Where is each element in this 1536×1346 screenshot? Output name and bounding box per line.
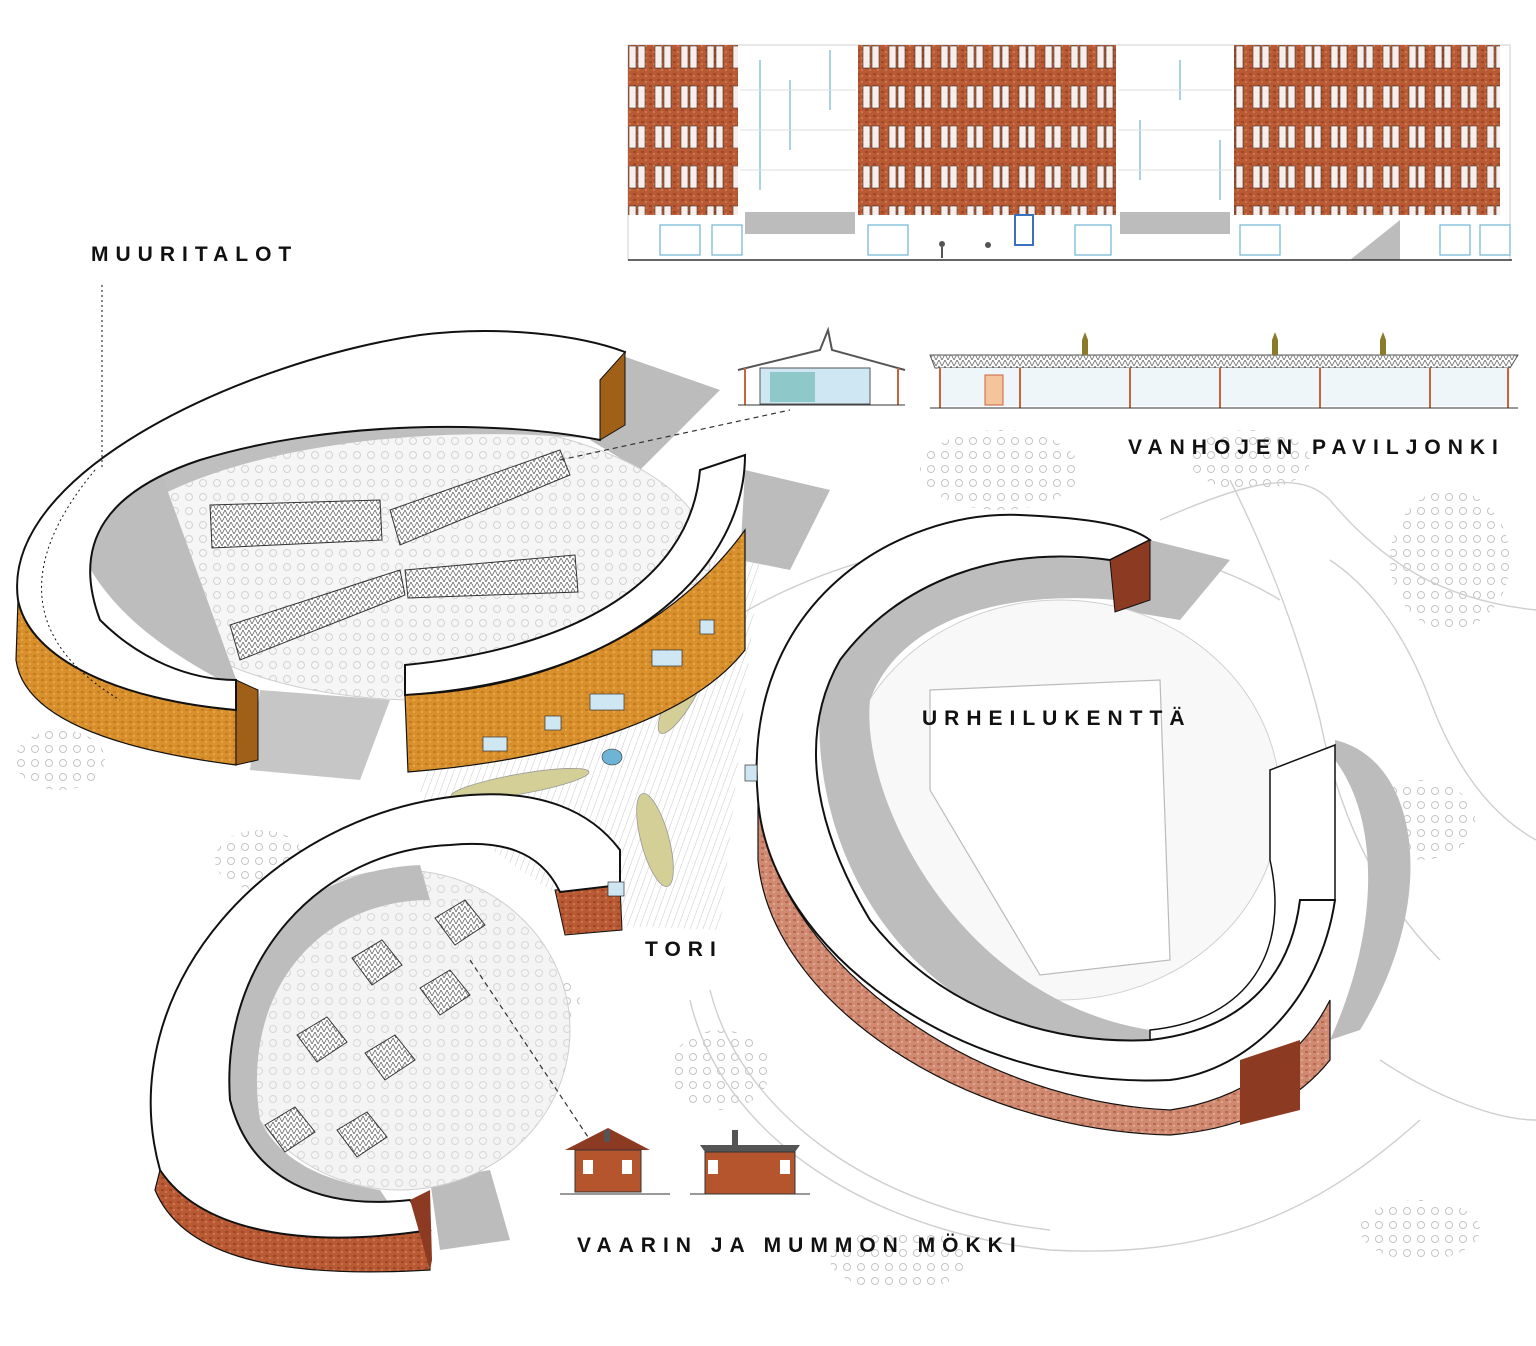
long-blocks xyxy=(209,449,579,661)
label-muuritalot: MUURITALOT xyxy=(91,243,299,266)
cottage-elevation-side xyxy=(690,1130,810,1195)
muuritalot-ring xyxy=(15,285,830,780)
label-vanhojen-paviljonki: VANHOJEN PAVILJONKI xyxy=(1128,436,1505,459)
label-urheilukentta: URHEILUKENTTÄ xyxy=(922,707,1192,730)
label-vaarin-ja-mummon-mokki: VAARIN JA MUMMON MÖKKI xyxy=(577,1234,1023,1257)
cottages xyxy=(264,899,486,1158)
label-tori: TORI xyxy=(645,938,723,961)
mokki-ring xyxy=(41,469,625,1273)
urheilukentta-ring xyxy=(744,513,1411,1136)
cottage-elevation-front xyxy=(560,1128,670,1195)
pavilion-long-elevation xyxy=(929,332,1519,409)
facade-elevation xyxy=(627,44,1512,261)
pavilion-small-elevation xyxy=(737,326,906,406)
